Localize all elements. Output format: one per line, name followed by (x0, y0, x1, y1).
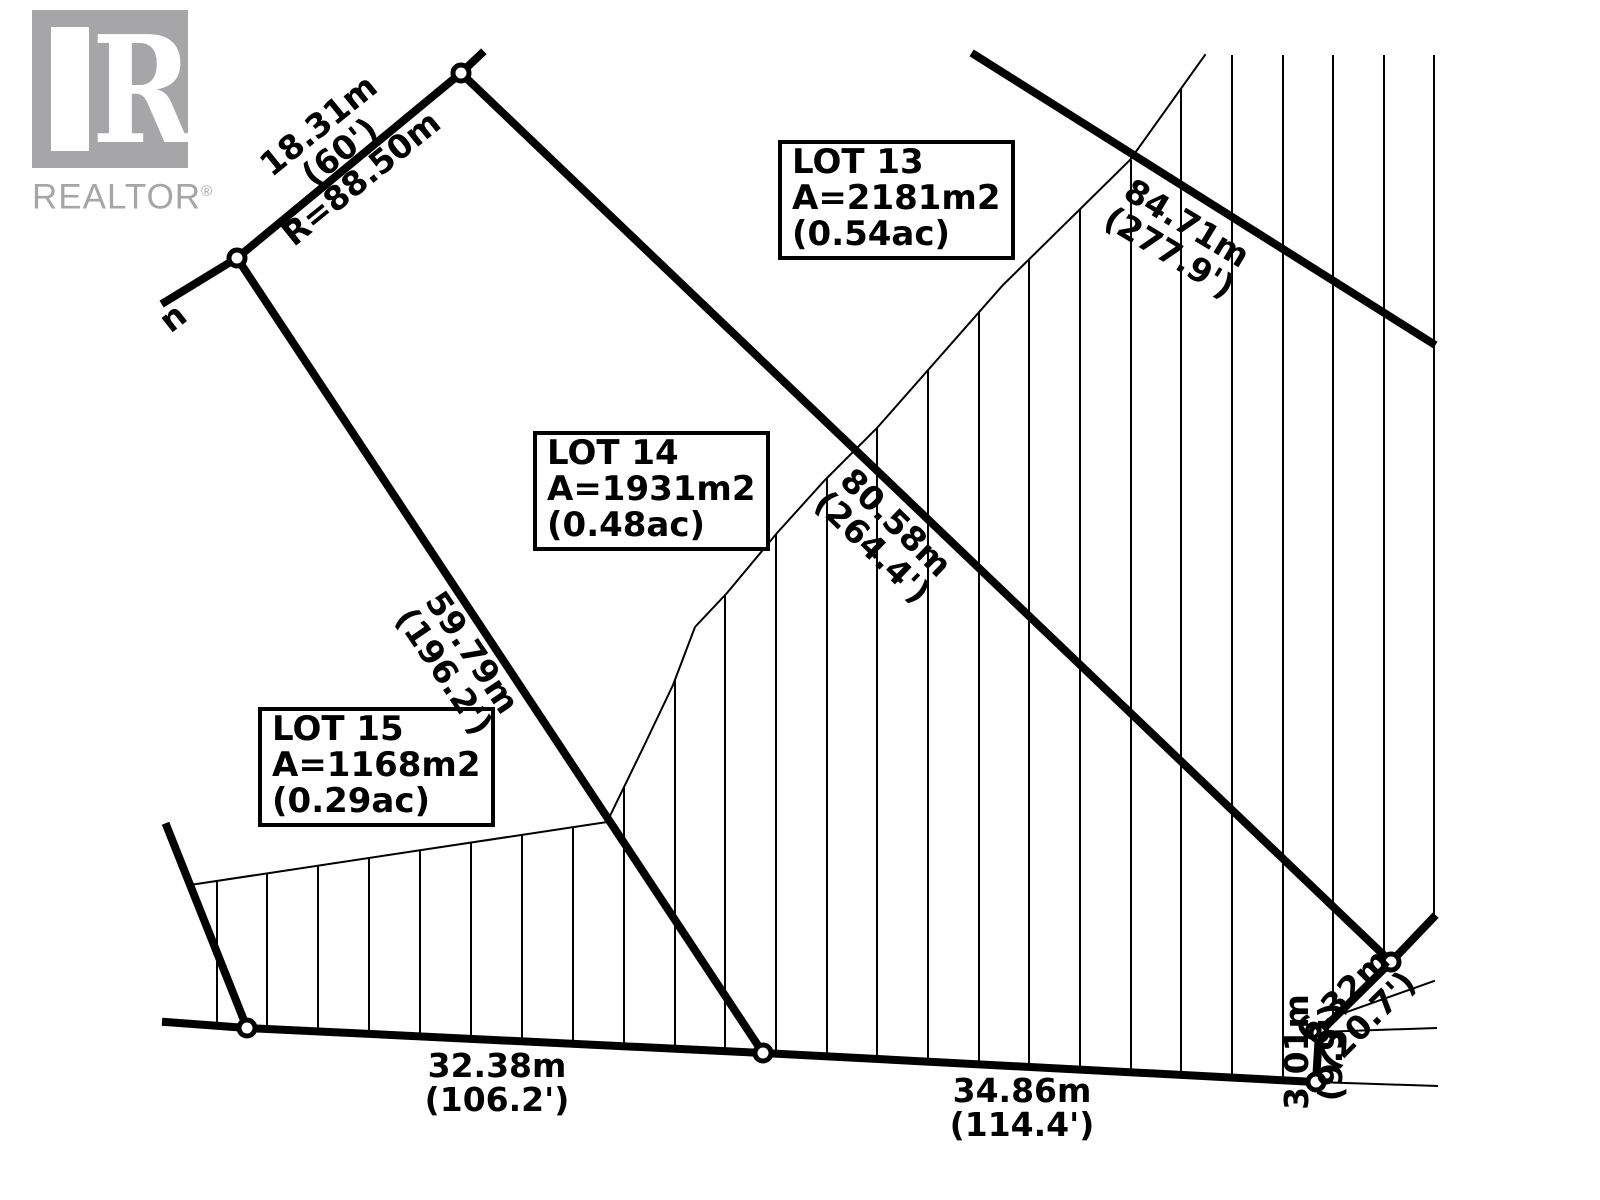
logo-left-bar (51, 27, 89, 151)
dimension-label-front-32-38m: 32.38m(106.2') (425, 1049, 570, 1117)
boundary-left-steep-edge (161, 821, 253, 1034)
boundary-road-side-84-71m (969, 49, 1438, 349)
lot-name: LOT 14 (547, 433, 679, 473)
lot-name: LOT 15 (272, 709, 404, 749)
lot-area_ac: (0.54ac) (792, 214, 951, 254)
slope-hatch-layer (216, 55, 1435, 1080)
dimension-text: (114.4') (949, 1105, 1095, 1144)
vertex-marker (450, 62, 472, 84)
survey-pin-layer (226, 62, 1402, 1093)
lot-area_m2: A=2181m2 (792, 178, 1001, 218)
contour-extension-lower-east (1315, 1080, 1439, 1088)
lot-area_ac: (0.48ac) (547, 505, 706, 545)
dimension-text: (9.9') (1311, 1002, 1350, 1102)
logo-r-letter: R (92, 3, 193, 177)
dimension-text: (106.2') (424, 1080, 570, 1119)
vertex-marker (1308, 1022, 1330, 1044)
lot-area_ac: (0.29ac) (272, 781, 431, 821)
vertex-marker (236, 1017, 258, 1039)
dimension-text: 34.86m (952, 1071, 1092, 1110)
lot-area_m2: A=1168m2 (272, 745, 481, 785)
contour-slope-toe-west (188, 820, 609, 887)
boundary-corner-jog-east (1311, 912, 1439, 1087)
realtor-logo-r-icon: R (32, 10, 193, 168)
lot-area_m2: A=1931m2 (547, 469, 756, 509)
dimension-text: 3.01m (1277, 994, 1316, 1110)
dimension-label-front-34-86m: 34.86m(114.4') (950, 1074, 1095, 1142)
contour-slope-crest-curve (605, 53, 1207, 824)
boundary-lot-side-80-58m (455, 67, 1397, 968)
lot-name: LOT 13 (792, 142, 924, 182)
vertex-marker (226, 247, 248, 269)
contour-extension-mid-east (1318, 1026, 1438, 1034)
boundary-lot-side-59-79m (231, 252, 769, 1059)
boundary-road-curve-top-left (159, 48, 487, 308)
realtor-logo: R REALTOR® (32, 10, 213, 216)
vertex-marker (1380, 951, 1402, 973)
vertex-marker (752, 1042, 774, 1064)
registered-mark: ® (201, 183, 214, 200)
lot-boundary-layer (159, 48, 1439, 1087)
contour-extension-upper-east (1328, 979, 1436, 1020)
boundary-lot-front-bottom (161, 1017, 1321, 1087)
contour-line-layer (188, 53, 1439, 1088)
dimension-label-side-3-01m: 3.01m(9.9') (1277, 994, 1350, 1110)
realtor-wordmark: REALTOR® (32, 177, 214, 217)
dimension-text: 32.38m (427, 1046, 567, 1085)
vertex-marker (1305, 1071, 1327, 1093)
